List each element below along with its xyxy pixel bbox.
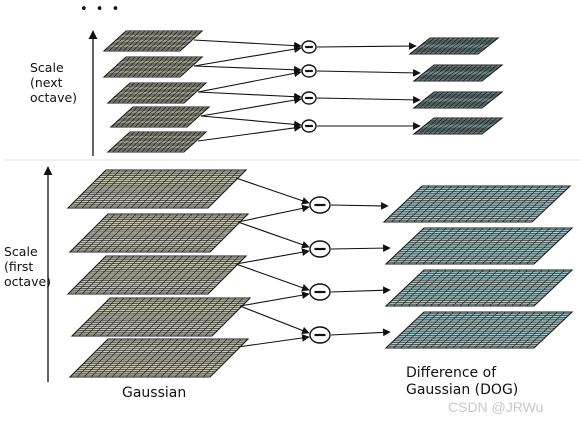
minus-circle-icon xyxy=(309,196,331,214)
gaussian-first-layer-3 xyxy=(66,255,248,295)
minus-circle-icon xyxy=(301,119,317,133)
arrow-first-to-dog-2 xyxy=(330,244,391,252)
arrow-next-to-dog-1 xyxy=(316,42,417,50)
gaussian-layers xyxy=(66,30,252,378)
minus-circle-icon xyxy=(309,240,331,258)
arrow-next-gauss-upper-4 xyxy=(200,115,302,129)
dog-layers xyxy=(382,37,574,349)
dog-label: Difference of Gaussian (DOG) xyxy=(406,365,518,399)
subtract-operators xyxy=(301,40,331,344)
scale-next-line-1: Scale xyxy=(30,60,64,75)
scale-first-line-2: (first xyxy=(4,259,34,274)
dog-first-layer-2 xyxy=(384,227,574,265)
arrow-first-gauss-upper-2 xyxy=(237,221,310,249)
arrow-next-to-dog-2 xyxy=(316,69,421,77)
scale-first-line-1: Scale xyxy=(4,244,38,259)
minus-circle-icon xyxy=(309,326,331,344)
arrow-first-gauss-lower-3 xyxy=(239,291,310,307)
dog-first-layer-4 xyxy=(384,311,574,349)
connection-arrows xyxy=(193,39,421,348)
arrow-first-gauss-upper-3 xyxy=(235,263,310,292)
scale-next-line-3: octave) xyxy=(30,90,78,105)
ellipsis-dots: • • • xyxy=(80,2,122,17)
gaussian-next-layer-3 xyxy=(106,82,208,104)
gaussian-next-layer-2 xyxy=(102,56,204,78)
gaussian-first-layer-5 xyxy=(68,338,250,378)
arrow-next-gauss-lower-4 xyxy=(197,124,302,142)
arrow-first-to-dog-3 xyxy=(330,286,391,295)
arrow-next-gauss-lower-3 xyxy=(200,96,302,117)
arrow-first-gauss-lower-2 xyxy=(235,248,310,265)
gaussian-label: Gaussian xyxy=(122,385,187,401)
dog-next-layer-3 xyxy=(412,91,504,109)
arrow-next-gauss-lower-1 xyxy=(193,45,302,67)
arrow-next-gauss-lower-2 xyxy=(197,69,302,93)
arrow-next-gauss-upper-3 xyxy=(197,91,302,101)
dog-next-layer-2 xyxy=(412,64,504,82)
gaussian-first-layer-4 xyxy=(70,297,252,337)
gaussian-first-layer-2 xyxy=(68,213,250,253)
dog-next-layer-4 xyxy=(412,117,504,135)
arrow-first-to-dog-1 xyxy=(330,202,389,210)
dog-next-layer-1 xyxy=(408,37,500,55)
dog-first-layer-1 xyxy=(382,185,572,223)
arrow-first-to-dog-4 xyxy=(330,328,391,337)
gaussian-next-layer-1 xyxy=(102,30,204,52)
scale-next-line-2: (next xyxy=(30,75,63,90)
minus-circle-icon xyxy=(309,283,331,301)
gaussian-next-layer-4 xyxy=(109,106,211,128)
minus-circle-icon xyxy=(301,40,317,54)
arrow-first-gauss-upper-1 xyxy=(235,177,310,205)
minus-circle-icon xyxy=(301,91,317,105)
minus-circle-icon xyxy=(301,64,317,78)
gaussian-next-layer-5 xyxy=(106,131,208,153)
arrow-next-to-dog-3 xyxy=(316,96,421,104)
scale-axes xyxy=(4,30,580,382)
arrow-next-gauss-upper-1 xyxy=(193,39,302,50)
watermark: CSDN @JRWu xyxy=(448,399,544,415)
arrow-first-gauss-lower-4 xyxy=(237,334,310,348)
scale-first-line-3: octave) xyxy=(4,274,52,289)
dog-label-line-2: Gaussian (DOG) xyxy=(406,381,519,398)
arrow-first-gauss-upper-4 xyxy=(239,305,310,335)
scale-first-octave-label: Scale (first octave) xyxy=(4,244,51,289)
dog-label-line-1: Difference of xyxy=(406,365,497,381)
arrow-first-gauss-lower-1 xyxy=(237,204,310,223)
dog-first-layer-3 xyxy=(384,269,574,307)
gaussian-first-layer-1 xyxy=(66,169,248,209)
scale-next-octave-label: Scale (next octave) xyxy=(30,60,77,105)
arrow-next-gauss-upper-2 xyxy=(193,65,302,74)
